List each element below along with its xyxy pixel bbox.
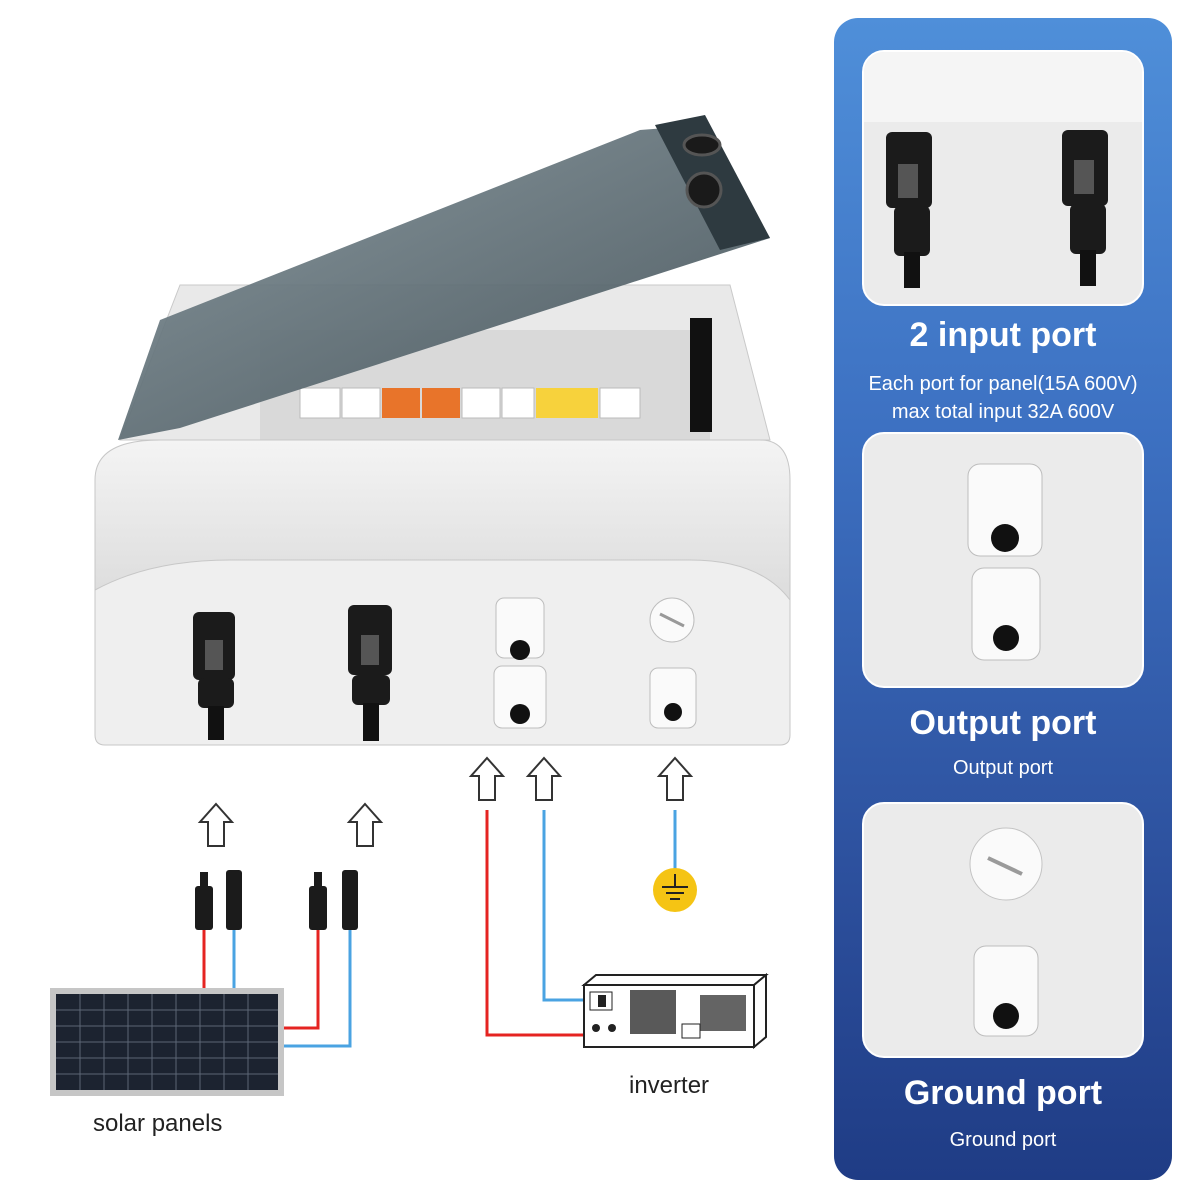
breaker-row [299,387,641,419]
input-port-title: 2 input port [909,316,1097,354]
input-port-desc-1: Each port for panel(15A 600V) [868,373,1138,395]
ground-symbol-icon [653,868,697,912]
input-port-desc-2: max total input 32A 600V [891,401,1115,423]
solar-panel-icon [50,988,284,1096]
arrow-up-icon [346,802,384,847]
ground-port-desc: Ground port [949,1129,1057,1151]
blank-plug-icon [649,597,695,643]
mc4-connector-icon [342,870,358,930]
cable-gland-icon [649,667,697,729]
positive-wire [284,930,320,1030]
cable-gland-icon [493,597,547,729]
mc4-connector-icon [309,872,327,930]
solar-panels-label: solar panels [93,1110,223,1137]
inverter-label: inverter [629,1072,710,1099]
ground-port-title: Ground port [903,1074,1103,1112]
negative-wire [542,810,584,1002]
inverter-icon [581,972,769,1050]
mc4-connector-icon [193,612,235,740]
mc4-connector-icon [226,870,242,930]
positive-wire [485,810,584,1037]
negative-wire [284,930,352,1048]
wiring-diagram [50,115,791,1096]
mc4-connector-icon [886,132,932,288]
cable-gland-icon [973,945,1039,1037]
arrow-up-icon [468,756,506,801]
output-port-desc: Output port [952,757,1054,779]
cable-gland-icon [967,463,1043,557]
enclosure [94,284,791,746]
mc4-connector-icon [195,872,213,930]
mc4-connector-icon [1062,130,1108,286]
cable-gland-icon [971,567,1041,661]
blank-plug-icon [969,827,1043,901]
feature-panel: 2 input port Each port for panel(15A 600… [834,18,1172,1180]
ground-port-photo [862,802,1144,1058]
output-port-photo [862,432,1144,688]
arrow-up-icon [197,802,235,847]
output-port-title: Output port [909,704,1097,742]
arrow-up-icon [656,756,694,801]
mc4-connector-icon [348,605,392,741]
arrow-up-icon [525,756,563,801]
transparent-lid [118,115,770,440]
input-port-photo [862,50,1144,306]
